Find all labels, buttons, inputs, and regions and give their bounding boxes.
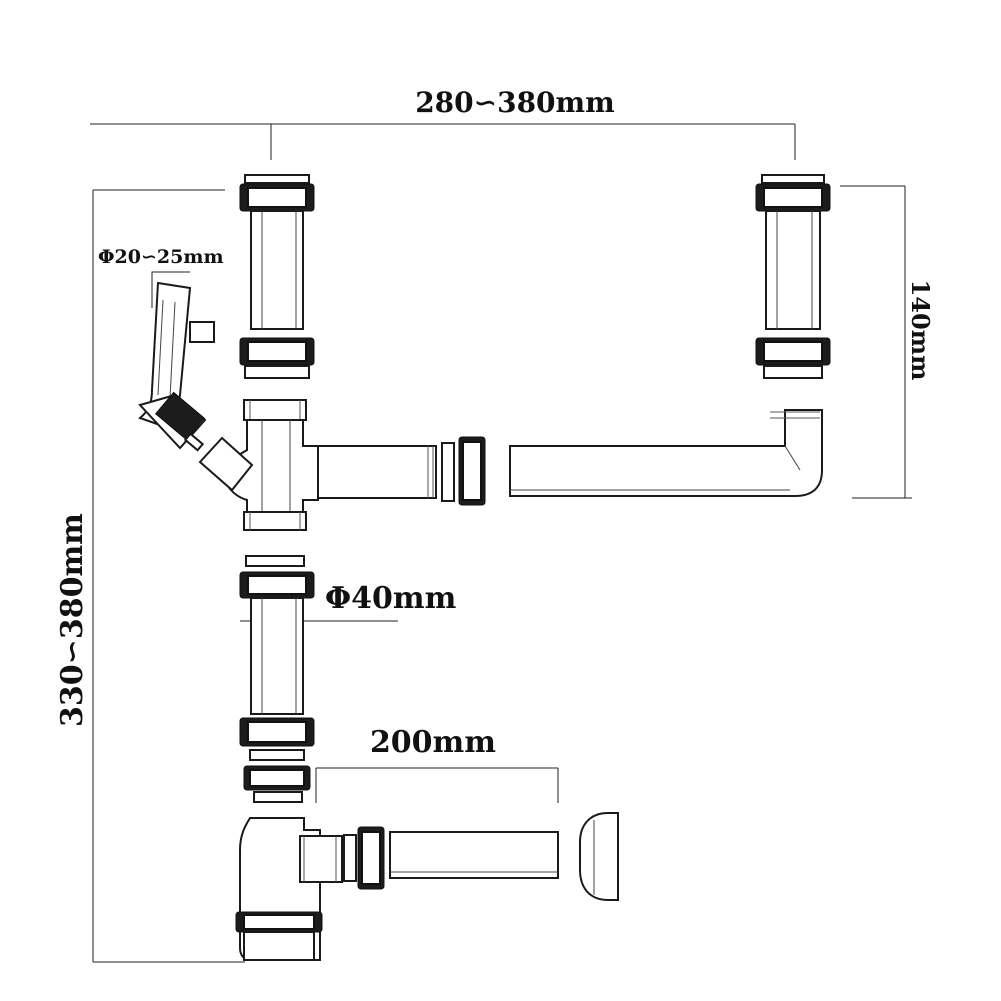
dimension-total-height: 330∽380mm — [55, 189, 245, 963]
bottle-trap — [235, 817, 343, 961]
left-sink-inlet — [239, 174, 315, 379]
dimension-width: 280∽380mm — [90, 86, 796, 160]
right-sink-inlet — [755, 174, 831, 379]
dimension-outlet-length-label: 200mm — [370, 725, 496, 760]
vertical-downpipe — [239, 555, 315, 803]
cross-pipe-nut — [441, 436, 486, 506]
dimension-width-label: 280∽380mm — [415, 86, 615, 119]
dimension-outlet-length: 200mm — [315, 725, 559, 803]
side-inlet-hose — [137, 281, 215, 452]
cross-pipe-elbow — [509, 409, 823, 497]
dimension-total-height-label: 330∽380mm — [55, 513, 90, 727]
wall-rosette — [579, 812, 619, 901]
outlet-pipe — [343, 826, 559, 890]
tee-fitting — [198, 399, 437, 531]
dimension-inlet-height: 140mm — [840, 185, 935, 499]
dimension-side-inlet: Φ20∽25mm — [98, 246, 224, 308]
dimension-main-diameter: Φ40mm — [240, 581, 457, 622]
dimension-main-diameter-label: Φ40mm — [325, 581, 457, 616]
dimension-inlet-height-label: 140mm — [906, 280, 935, 381]
dimension-side-inlet-label: Φ20∽25mm — [98, 246, 224, 268]
